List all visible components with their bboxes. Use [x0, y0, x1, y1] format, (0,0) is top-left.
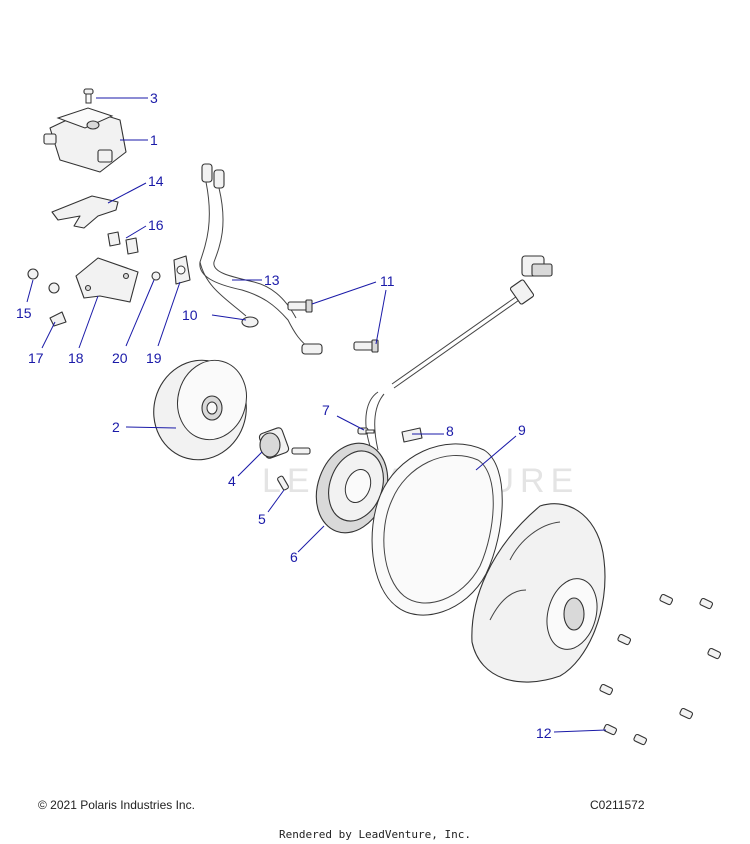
callout-7: 7 — [322, 402, 330, 418]
part-20-nut — [151, 271, 161, 281]
part-1-cover — [43, 107, 127, 173]
callout-10: 10 — [182, 307, 198, 323]
part-16-clips — [107, 231, 139, 255]
callout-3: 3 — [150, 90, 158, 106]
part-11-sensors — [287, 299, 379, 353]
part-2-flywheel — [153, 359, 247, 461]
callout-15: 15 — [16, 305, 32, 321]
callout-1: 1 — [150, 132, 158, 148]
part-19-clamp — [173, 255, 191, 285]
part-4-gear — [258, 427, 311, 459]
callout-13: 13 — [264, 272, 280, 288]
part-14-bracket — [51, 195, 119, 229]
callout-19: 19 — [146, 350, 162, 366]
engine-cover-housing — [471, 503, 606, 683]
callout-11: 11 — [380, 273, 395, 289]
part-17-clip — [49, 311, 67, 327]
callout-9: 9 — [518, 422, 526, 438]
copyright-text: © 2021 Polaris Industries Inc. — [38, 798, 195, 812]
part-3-screw — [83, 88, 94, 104]
callout-12: 12 — [536, 725, 552, 741]
callout-14: 14 — [148, 173, 164, 189]
part-15-bolts — [27, 268, 60, 294]
stator-harness — [365, 255, 553, 451]
callout-17: 17 — [28, 350, 44, 366]
part-8-bracket — [401, 427, 423, 443]
callout-2: 2 — [112, 419, 120, 435]
callout-18: 18 — [68, 350, 84, 366]
callout-labels: 3 1 14 16 15 17 18 20 19 13 10 11 2 7 8 … — [16, 90, 552, 741]
part-7-bolt — [357, 427, 375, 435]
callout-6: 6 — [290, 549, 298, 565]
callout-5: 5 — [258, 511, 266, 527]
diagram-code: C0211572 — [590, 798, 645, 812]
callout-8: 8 — [446, 423, 454, 439]
callout-4: 4 — [228, 473, 236, 489]
part-13-harness — [199, 163, 323, 355]
leader-lines — [26, 97, 607, 733]
part-18-plate — [75, 257, 139, 303]
rendered-by-text: Rendered by LeadVenture, Inc. — [278, 828, 472, 841]
callout-20: 20 — [112, 350, 128, 366]
callout-16: 16 — [148, 217, 164, 233]
part-12-bolts — [599, 593, 722, 746]
part-9-gasket — [371, 443, 503, 616]
part-5-bolt — [277, 475, 289, 491]
